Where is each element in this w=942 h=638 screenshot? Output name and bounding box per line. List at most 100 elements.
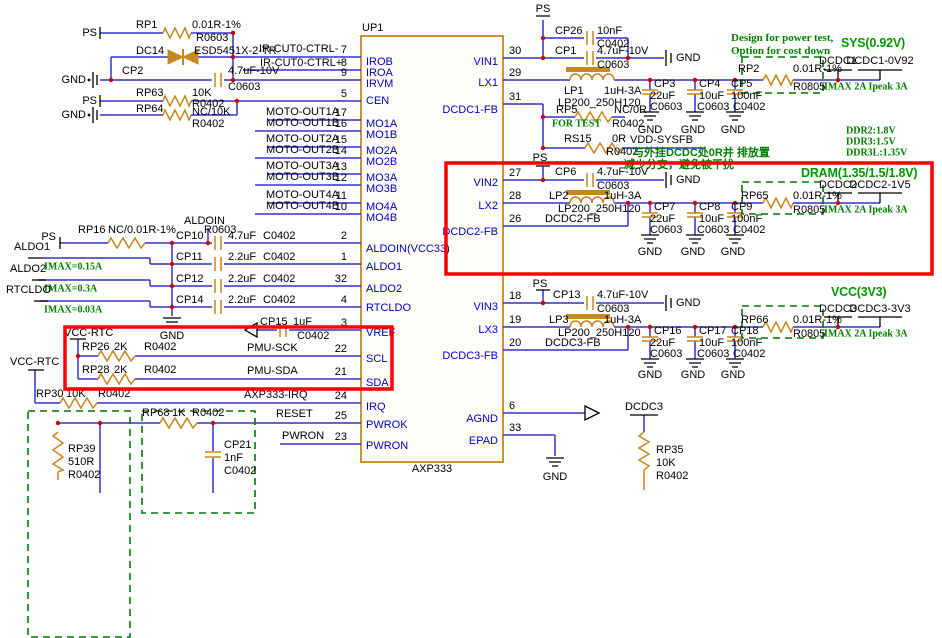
dcdc3-3v3-flag: DCDC3-3V3 — [849, 303, 911, 315]
ps-port-6: PS — [532, 278, 548, 290]
rp16-ref: RP16 — [78, 224, 106, 236]
pin-number-11: 11 — [335, 190, 347, 202]
pin-number-12: 12 — [334, 172, 347, 184]
rp64-value: NC/10K — [192, 106, 231, 118]
cp18-gnd: GND — [720, 369, 746, 381]
dc14-value: ESD5451X-2-TR — [194, 45, 277, 57]
cp18-footprint: C0402 — [733, 348, 766, 360]
rp64-ref: RP64 — [136, 103, 164, 115]
rp26-ref: RP26 — [82, 341, 110, 353]
rp39-value: 510R — [68, 456, 95, 468]
pin-number-16: 16 — [334, 118, 347, 130]
pin-name-vin2: VIN2 — [473, 177, 498, 189]
cp1-footprint: C0603 — [597, 59, 630, 71]
pin-number-13: 13 — [334, 161, 347, 173]
pin-number-30: 30 — [509, 45, 522, 57]
cp4-gnd: GND — [680, 124, 706, 136]
cp15-ref: CP15 — [260, 316, 288, 328]
chip-part-number: AXP333 — [411, 463, 453, 475]
pin-name-cen: CEN — [366, 95, 390, 107]
rp16-value: NC/0.01R-1% — [108, 224, 176, 236]
pin-number-22: 22 — [334, 343, 347, 355]
cp1-value: 4.7uF-10V — [597, 45, 649, 57]
lp3-part: LP200_250H120 — [558, 327, 641, 339]
aldo1-port: ALDO1 — [14, 241, 51, 253]
aldo1-imax: IMAX=0.15A — [44, 261, 103, 273]
pin-number-1: 1 — [340, 251, 347, 263]
rp63-footprint: R0402 — [192, 98, 225, 110]
pin-name-irob: IROB — [366, 56, 393, 68]
pin-name-dcdc2-fb: DCDC2-FB — [442, 226, 498, 238]
rp65-footprint: R0805 — [793, 204, 826, 216]
rp2-value: 0.01R-1% — [793, 63, 842, 75]
pin-name-mo4b: MO4B — [366, 212, 398, 224]
pin-number-27: 27 — [509, 167, 522, 179]
rp68-ref: RP68 — [142, 407, 170, 419]
pin-number-3: 3 — [340, 317, 347, 329]
cp9-ref: CP9 — [731, 201, 753, 213]
cp16-ref: CP16 — [654, 325, 682, 337]
cp13-footprint: C0603 — [597, 303, 630, 315]
lp1-part: LP200_250H120 — [558, 97, 641, 109]
cp14-value: 2.2uF — [228, 294, 257, 306]
pin-name-iroa: IROA — [366, 67, 393, 79]
cp11-ref: CP11 — [176, 251, 203, 263]
moto-out2a-net: MOTO-OUT2A — [266, 133, 340, 145]
cp7-ref: CP7 — [654, 201, 676, 213]
cp2-ref: CP2 — [122, 65, 144, 77]
cp26-footprint: C0402 — [597, 38, 630, 50]
cp4-footprint: C0603 — [697, 101, 730, 113]
gnd-port-2: GND — [61, 109, 86, 121]
rp26-value: 2K — [114, 341, 128, 353]
cp12-value: 2.2uF — [228, 273, 257, 285]
cp4-value: 10uF — [699, 90, 725, 102]
cp7-footprint: C0603 — [650, 224, 683, 236]
cp10-footprint: C0402 — [263, 230, 296, 242]
vin1-gnd: GND — [676, 52, 701, 64]
rp28-ref: RP28 — [82, 364, 110, 376]
pin-name-epad: EPAD — [468, 435, 498, 447]
lp2-value: 1uH-3A — [604, 190, 642, 202]
pin-number-8: 8 — [340, 57, 347, 69]
moto-out1a-net: MOTO-OUT1A — [266, 106, 340, 118]
cp21-ref: CP21 — [224, 439, 252, 451]
chip-refdes: UP1 — [362, 22, 384, 34]
moto-out1b-net: MOTO-OUT1B — [266, 117, 340, 129]
cp2-value: 4.7uF-10V — [228, 65, 280, 77]
pin-number-25: 25 — [334, 410, 347, 422]
pin-name-irvm: IRVM — [366, 78, 394, 90]
lp1-ref: LP1 — [564, 85, 584, 97]
pin-name-mo1b: MO1B — [366, 129, 398, 141]
cp17-ref: CP17 — [699, 325, 727, 337]
vcc-rtc-port-2: VCC-RTC — [10, 356, 60, 368]
rp5-value: NC/0R — [614, 104, 648, 116]
pwron-net: PWRON — [282, 430, 325, 442]
pin-name-lx1: LX1 — [478, 77, 498, 89]
lp3-value: 1uH-3A — [604, 314, 642, 326]
pin-name-pwron: PWRON — [366, 440, 409, 452]
dcdc3-fb-net: DCDC3-FB — [545, 337, 601, 349]
cp14-ref: CP14 — [176, 294, 204, 306]
rp63-ref: RP63 — [136, 87, 164, 99]
rp66-imax: IMAX 2A Ipeak 3A — [824, 328, 908, 340]
cp3-ref: CP3 — [654, 78, 676, 90]
rp1-ref: RP1 — [136, 19, 158, 31]
vin2-gnd: GND — [676, 174, 701, 186]
vcc-rtc-port-1: VCC-RTC — [64, 327, 114, 339]
sys-title: SYS(0.92V) — [841, 36, 906, 50]
pin-number-2: 2 — [340, 230, 347, 242]
dcdc1-0v92-flag: DCDC1-0V92 — [846, 55, 914, 67]
pin-name-aldoin-vcc33-: ALDOIN(VCC33) — [366, 243, 450, 255]
cp16-value: 22uF — [650, 337, 676, 349]
reset-net: RESET — [276, 408, 313, 420]
ir-cut0-ctrl-plus-net: IR-CUT0-CTRL+ — [260, 57, 343, 69]
rp63-value: 10K — [192, 87, 212, 99]
pin-number-28: 28 — [509, 190, 522, 202]
cp1-ref: CP1 — [555, 45, 577, 57]
rp30-footprint: R0402 — [98, 388, 131, 400]
rp65-imax: IMAX 2A Ipeak 3A — [824, 204, 908, 216]
cp3-gnd: GND — [637, 124, 663, 136]
rp35-footprint: R0402 — [656, 470, 689, 482]
pin-name-mo1a: MO1A — [366, 118, 398, 130]
